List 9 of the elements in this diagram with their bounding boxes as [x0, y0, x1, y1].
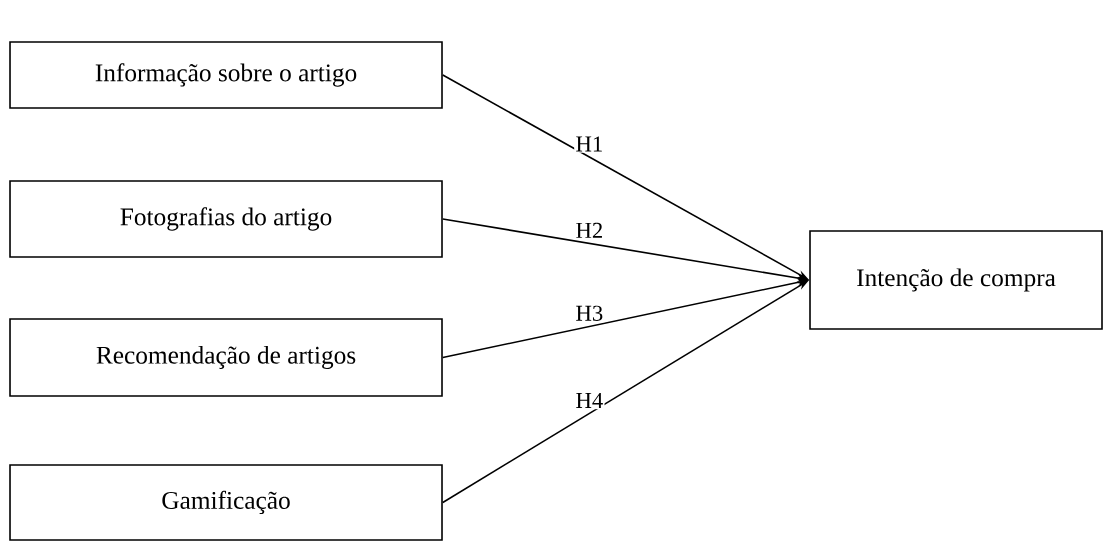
edge-label: H1 [574, 135, 605, 153]
concept-box: Intenção de compra [809, 230, 1103, 330]
concept-box: Recomendação de artigos [9, 318, 443, 397]
concept-box: Informação sobre o artigo [9, 41, 443, 109]
concept-box: Gamificação [9, 464, 443, 541]
concept-box: Fotografias do artigo [9, 180, 443, 258]
edge-label: H2 [574, 221, 605, 240]
edge-label: H4 [574, 391, 605, 410]
edge-label: H3 [574, 304, 605, 323]
